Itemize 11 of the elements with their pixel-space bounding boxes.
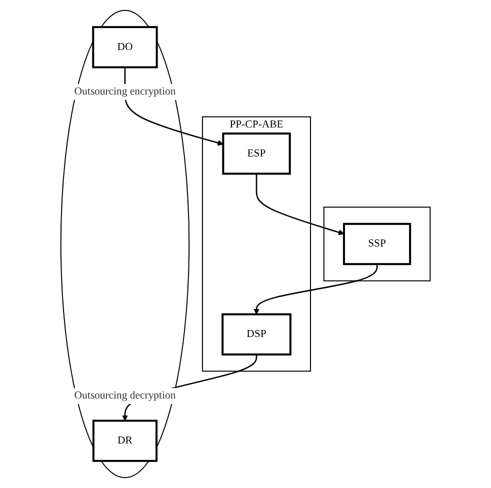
edge-label: Outsourcing decryption	[74, 390, 176, 402]
node-box: ESP	[222, 132, 291, 175]
node-box: DO	[92, 26, 158, 68]
arrow	[124, 67, 224, 146]
cluster	[323, 206, 431, 282]
arrow	[256, 174, 344, 236]
edge-label: Outsourcing encryption	[74, 86, 176, 98]
node-box: DR	[92, 420, 158, 462]
node-box: DSP	[222, 313, 292, 356]
arrow	[254, 264, 378, 315]
node-box: SSP	[342, 222, 412, 266]
